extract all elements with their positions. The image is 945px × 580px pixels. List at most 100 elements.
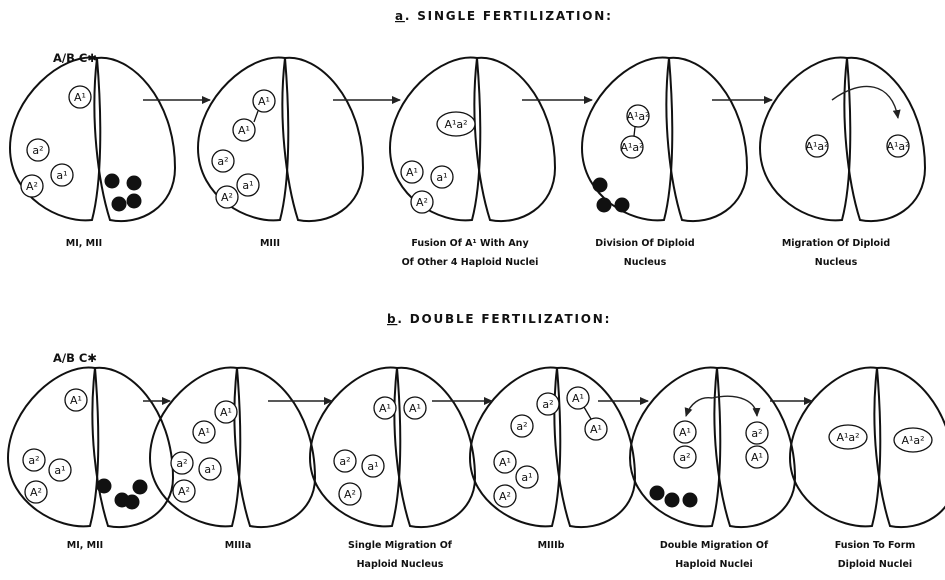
a2-nucleus-1: A¹ [253, 90, 275, 112]
b2-nucleus-5: A² [173, 480, 195, 502]
a-stage-4-right-lobe [666, 58, 747, 221]
b2-nucleus-1-label: A¹ [220, 406, 232, 419]
a4-dot-2 [597, 198, 612, 213]
a2-nucleus-5-label: A² [221, 191, 233, 204]
b2-nucleus-3-label: a² [176, 457, 187, 470]
b3-nucleus-3-label: a² [339, 455, 350, 468]
b4-nucleus-4-label: A¹ [499, 456, 511, 469]
a3-nucleus-1-label: A¹a² [444, 118, 467, 131]
b5-nucleus-2-label: a² [679, 451, 690, 464]
b5-nucleus-4: A¹ [746, 446, 768, 468]
b-caption-5-line-1: Double Migration Of [660, 540, 769, 551]
b3-nucleus-5-label: A² [344, 488, 356, 501]
a3-nucleus-3-label: a¹ [436, 171, 447, 184]
b-caption-2-line-1: MIIIa [225, 540, 251, 551]
a3-nucleus-2: A¹ [401, 161, 423, 183]
a1-dot-1 [105, 174, 120, 189]
b5-nucleus-1-label: A¹ [679, 426, 691, 439]
b6-nucleus-2: A¹a² [894, 428, 932, 452]
b2-nucleus-5-label: A² [178, 485, 190, 498]
b4-nucleus-3-label: A¹ [572, 392, 584, 405]
b-caption-3-line-2: Haploid Nucleus [357, 559, 444, 570]
b5-nucleus-4-label: A¹ [751, 451, 763, 464]
b5-nucleus-3-label: a² [751, 427, 762, 440]
a3-nucleus-1: A¹a² [437, 112, 475, 136]
b-caption-5-line-2: Haploid Nuclei [675, 559, 753, 570]
b4-nucleus-4: A¹ [494, 451, 516, 473]
b1-nucleus-3-label: a¹ [54, 464, 65, 477]
a3-nucleus-2-label: A¹ [406, 166, 418, 179]
b-stage-3-right-lobe [394, 368, 475, 527]
b-caption-4-line-1: MIIIb [538, 540, 565, 551]
b4-nucleus-5: a¹ [516, 466, 538, 488]
b1-nucleus-4: A² [25, 481, 47, 503]
a1-nucleus-3: a¹ [51, 164, 73, 186]
a4-dot-3 [615, 198, 630, 213]
b4-nucleus-2-label: a² [542, 398, 553, 411]
a5-nucleus-1-label: A¹a² [805, 140, 828, 153]
a-stage-5-left-lobe [760, 57, 850, 220]
b3-nucleus-4-label: a¹ [367, 460, 378, 473]
b4-nucleus-2: a² [537, 393, 559, 415]
b-stage-2-right-lobe [234, 368, 315, 527]
b2-nucleus-1: A¹ [215, 401, 237, 423]
a1-nucleus-3-label: a¹ [56, 169, 67, 182]
a4-nucleus-2-label: A¹a² [620, 141, 643, 154]
a-caption-1-line-1: MI, MII [66, 238, 102, 249]
b-stage-2-left-lobe [150, 367, 240, 526]
b-stage-4-left-lobe [470, 367, 560, 526]
b2-nucleus-3: a² [171, 452, 193, 474]
a1-nucleus-2-label: a² [32, 144, 43, 157]
b4-nucleus-3: A¹ [567, 387, 589, 409]
b-stage-6-left-lobe [790, 367, 880, 526]
a-stage-1-left-lobe [10, 57, 100, 220]
b1-nucleus-1: A¹ [65, 389, 87, 411]
b5-migration-arrow-left [686, 398, 712, 416]
b4-nucleus-1-label: a² [516, 420, 527, 433]
a1-nucleus-4: A² [21, 175, 43, 197]
b-caption-3-line-1: Single Migration Of [348, 540, 453, 551]
a-caption-4-line-1: Division Of Diploid [595, 238, 694, 249]
a4-nucleus-2: A¹a² [620, 136, 643, 158]
b3-nucleus-2-label: A¹ [409, 402, 421, 415]
a-caption-2-line-1: MIII [260, 238, 280, 249]
b-stage-4-right-lobe [554, 368, 635, 527]
b-caption-1-line-1: MI, MII [67, 540, 103, 551]
b1-nucleus-2-label: a² [28, 454, 39, 467]
b5-dot-2 [665, 493, 680, 508]
a2-nucleus-4: a¹ [237, 174, 259, 196]
heading-letter-a: a [395, 9, 405, 23]
a2-nucleus-4-label: a¹ [242, 179, 253, 192]
a2-nucleus-5: A² [216, 186, 238, 208]
a3-nucleus-3: a¹ [431, 166, 453, 188]
b4-nucleus-1: a² [511, 415, 533, 437]
a3-nucleus-4: A² [411, 191, 433, 213]
b2-nucleus-2: A¹ [193, 421, 215, 443]
b5-nucleus-2: a² [674, 446, 696, 468]
heading-text-a: . SINGLE FERTILIZATION: [405, 9, 613, 23]
a-caption-3-line-1: Fusion Of A¹ With Any [411, 238, 529, 249]
a2-nucleus-3-label: a² [217, 155, 228, 168]
a2-nucleus-2-label: A¹ [238, 124, 250, 137]
b1-dot-1 [97, 479, 112, 494]
a1-dot-4 [127, 194, 142, 209]
a2-nucleus-1-label: A¹ [258, 95, 270, 108]
b1-nucleus-1-label: A¹ [70, 394, 82, 407]
b3-nucleus-2: A¹ [404, 397, 426, 419]
a1-nucleus-4-label: A² [26, 180, 38, 193]
b4-nucleus-6-label: A² [499, 490, 511, 503]
a1-nucleus-2: a² [27, 139, 49, 161]
b4-nucleus-5-label: a¹ [521, 471, 532, 484]
b3-nucleus-3: a² [334, 450, 356, 472]
b1-nucleus-3: a¹ [49, 459, 71, 481]
a-stage-3-left-lobe [390, 57, 480, 220]
b1-nucleus-2: a² [23, 449, 45, 471]
b-caption-6-line-1: Fusion To Form [835, 540, 916, 551]
a-stage-2-right-lobe [282, 58, 363, 221]
a1-dot-2 [127, 176, 142, 191]
b-caption-6-line-2: Diploid Nuclei [838, 559, 912, 570]
heading-double-fertilization: b. DOUBLE FERTILIZATION: [387, 312, 611, 326]
a-stage-3-right-lobe [474, 58, 555, 221]
a5-nucleus-2: A¹a² [886, 135, 909, 157]
